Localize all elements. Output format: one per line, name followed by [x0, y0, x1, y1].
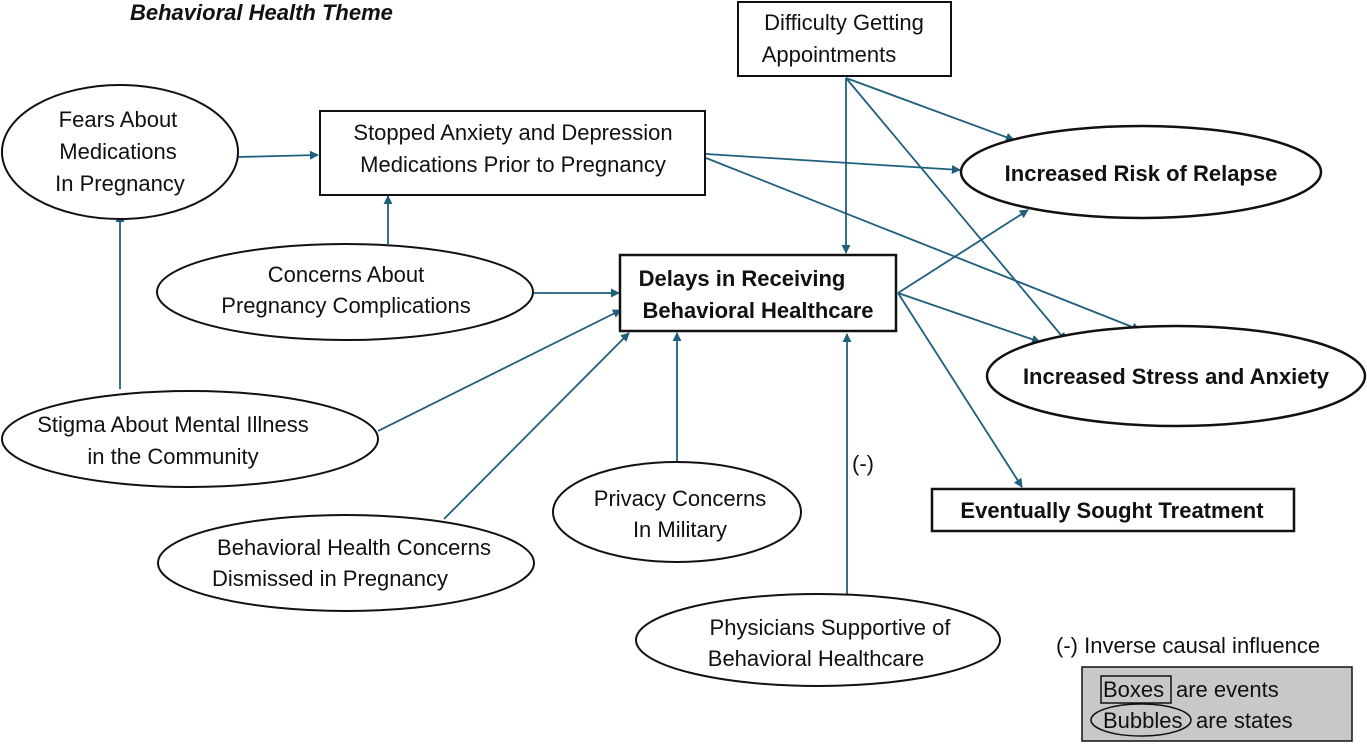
- node-delays-shape: [618, 253, 898, 333]
- node-privacy-shape: [552, 461, 802, 563]
- node-stopped-shape: [319, 110, 706, 196]
- node-stigma-line-2: in the Community: [87, 444, 258, 469]
- node-complications: Concerns About Pregnancy Complications: [156, 243, 534, 341]
- arrow-stigma-to-delays: [377, 309, 622, 432]
- node-stigma-line-1: Stigma About Mental Illness: [37, 412, 308, 437]
- node-stopped-line-2: Medications Prior to Pregnancy: [360, 152, 666, 177]
- node-complications-shape: [156, 243, 534, 341]
- node-difficulty-line-2: Appointments: [762, 42, 897, 67]
- node-stopped: Stopped Anxiety and Depression Medicatio…: [319, 110, 706, 196]
- legend-bubble-sample: [1090, 703, 1192, 737]
- node-fears-line-2: Medications: [59, 139, 176, 164]
- node-stigma-shape: [1, 390, 379, 488]
- node-dismissed-line-2: Dismissed in Pregnancy: [212, 566, 448, 591]
- node-stress-line-1: Increased Stress and Anxiety: [1023, 364, 1330, 389]
- node-dismissed-line-1: Behavioral Health Concerns: [217, 535, 491, 560]
- node-dismissed-shape: [157, 514, 535, 612]
- arrow-dismissed-to-delays: [443, 332, 630, 520]
- legend-boxes-rest: are events: [1176, 677, 1279, 702]
- node-privacy-line-2: In Military: [633, 517, 727, 542]
- node-treatment-shape: [930, 487, 1296, 533]
- legend-boxes-word: Boxes: [1103, 677, 1164, 702]
- node-stress: Increased Stress and Anxiety: [985, 324, 1367, 428]
- node-stopped-line-1: Stopped Anxiety and Depression: [353, 120, 672, 145]
- node-complications-line-1: Concerns About: [268, 262, 425, 287]
- node-difficulty-line-1: Difficulty Getting: [764, 10, 924, 35]
- node-fears: Fears About Medications In Pregnancy: [1, 84, 239, 220]
- arrow-difficulty-to-stress: [845, 77, 1067, 342]
- node-dismissed: Behavioral Health Concerns Dismissed in …: [157, 514, 535, 612]
- arrow-fears-to-stopped: [237, 150, 319, 160]
- node-complications-line-2: Pregnancy Complications: [221, 293, 470, 318]
- node-treatment: Eventually Sought Treatment: [930, 487, 1296, 533]
- node-privacy-line-1: Privacy Concerns: [594, 486, 766, 511]
- arrow-stopped-to-stress: [705, 157, 1141, 332]
- diagram-title: Behavioral Health Theme: [130, 0, 393, 25]
- node-difficulty-shape: [737, 1, 952, 77]
- legend-box-sample: [1100, 675, 1172, 704]
- legend-bubbles-word: Bubbles: [1103, 708, 1183, 733]
- node-relapse-line-1: Increased Risk of Relapse: [1005, 161, 1278, 186]
- legend-inverse-text: (-) Inverse causal influence: [1056, 633, 1320, 658]
- arrow-stopped-to-relapse: [705, 153, 961, 174]
- arrow-delays-to-treatment: [897, 292, 1023, 488]
- legend: (-) Inverse causal influence Boxes are e…: [1056, 633, 1353, 742]
- arrow-difficulty-to-relapse: [845, 77, 1015, 142]
- node-delays: Delays in Receiving Behavioral Healthcar…: [618, 253, 898, 333]
- legend-bubbles-rest: are states: [1196, 708, 1293, 733]
- node-physicians-shape: [635, 593, 1001, 687]
- node-fears-line-3: In Pregnancy: [55, 171, 185, 196]
- edges-layer: [115, 77, 1141, 594]
- node-delays-line-1: Delays in Receiving: [639, 266, 846, 291]
- node-stigma: Stigma About Mental Illness in the Commu…: [1, 390, 379, 488]
- node-difficulty: Difficulty Getting Appointments: [737, 1, 952, 77]
- node-stress-shape: [985, 324, 1367, 428]
- node-fears-line-1: Fears About: [59, 107, 178, 132]
- node-treatment-line-1: Eventually Sought Treatment: [960, 498, 1264, 523]
- arrow-delays-to-stress: [897, 292, 1041, 344]
- node-physicians-line-1: Physicians Supportive of: [710, 615, 952, 640]
- node-physicians-line-2: Behavioral Healthcare: [708, 646, 924, 671]
- node-fears-shape: [1, 84, 239, 220]
- node-delays-line-2: Behavioral Healthcare: [642, 298, 873, 323]
- node-privacy: Privacy Concerns In Military: [552, 461, 802, 563]
- node-physicians: Physicians Supportive of Behavioral Heal…: [635, 593, 1001, 687]
- edge-label-physicians-delays: (-): [852, 451, 874, 476]
- node-relapse: Increased Risk of Relapse: [959, 124, 1323, 220]
- node-relapse-shape: [959, 124, 1323, 220]
- arrow-delays-to-relapse: [897, 209, 1029, 294]
